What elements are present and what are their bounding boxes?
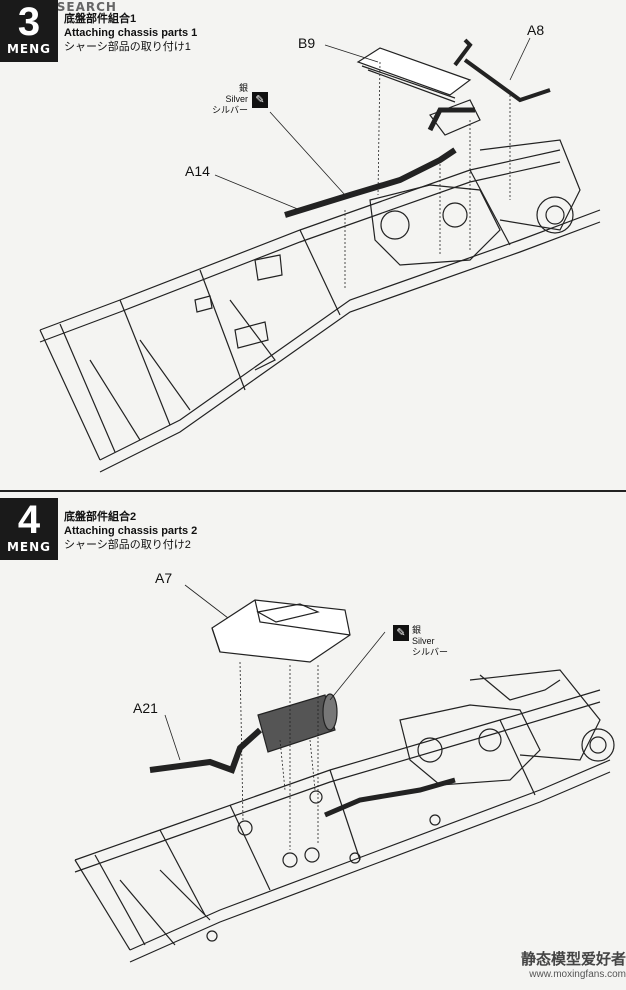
step-3-number: 3	[17, 0, 41, 44]
paintbrush-icon: ✎	[252, 92, 268, 108]
step-4-title: 底盤部件組合2 Attaching chassis parts 2 シャーシ部品…	[64, 510, 197, 552]
part-a14-drawing	[284, 107, 475, 218]
step-3-title-cn: 底盤部件組合1	[64, 13, 137, 25]
engine-block-step3	[369, 139, 581, 266]
meng-logo: MENG	[6, 540, 52, 554]
step-3-title: 底盤部件組合1 Attaching chassis parts 1 シャーシ部品…	[64, 12, 197, 54]
part-label-a8: A8	[527, 22, 545, 38]
watermark-url: www.moxingfans.com	[529, 969, 626, 980]
paintbrush-icon: ✎	[393, 625, 409, 641]
chassis-frame-step3	[39, 149, 601, 473]
part-a8-drawing	[453, 38, 551, 103]
chassis-frame-step4	[74, 689, 611, 963]
step-3-title-en: Attaching chassis parts 1	[64, 27, 198, 39]
part-label-b9: B9	[298, 35, 316, 51]
step-4-title-cn: 底盤部件組合2	[64, 511, 137, 523]
paint-name-jp: シルバー	[412, 647, 449, 657]
paint-name-cn: 銀	[412, 625, 422, 635]
part-label-a14: A14	[185, 163, 210, 179]
watermark-cn: 静态模型爱好者	[520, 951, 626, 968]
engine-block-step4	[399, 669, 615, 786]
step-4-title-jp: シャーシ部品の取り付け2	[64, 539, 191, 551]
step-4-badge: 4 MENG	[0, 498, 58, 560]
paint-note-step3: 銀 Silver シルバー	[200, 83, 248, 116]
meng-logo: MENG	[6, 42, 52, 56]
paint-name-jp: シルバー	[211, 105, 248, 115]
step-3-title-jp: シャーシ部品の取り付け1	[64, 41, 191, 53]
part-muffler-drawing	[257, 693, 338, 753]
step-4-title-en: Attaching chassis parts 2	[64, 525, 198, 537]
leader-lines-step3	[214, 37, 531, 290]
part-a21-drawing	[149, 727, 456, 818]
paint-name-en: Silver	[412, 636, 435, 646]
step-3-badge: 3 MENG	[0, 0, 58, 62]
part-b9-drawing	[356, 47, 481, 136]
paint-note-step4: 銀 Silver シルバー	[412, 625, 452, 658]
paint-name-cn: 銀	[238, 83, 248, 93]
part-label-a7: A7	[155, 570, 173, 586]
part-a7-drawing	[211, 599, 351, 663]
step-4-number: 4	[17, 498, 41, 542]
leader-lines-step4	[164, 584, 386, 850]
part-label-a21: A21	[133, 700, 158, 716]
paint-name-en: Silver	[225, 94, 248, 104]
step-divider	[0, 490, 626, 492]
watermark-moxingfans: 静态模型爱好者 www.moxingfans.com	[506, 948, 626, 980]
